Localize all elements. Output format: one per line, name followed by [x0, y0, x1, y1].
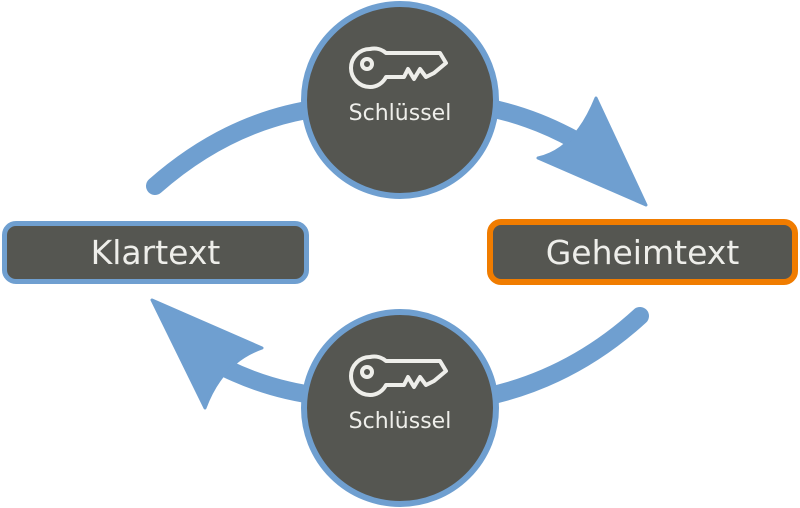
key-bottom-label: Schlüssel	[348, 409, 452, 434]
key-icon	[349, 46, 448, 89]
ciphertext-node: Geheimtext	[487, 219, 798, 285]
plaintext-label: Klartext	[90, 233, 221, 272]
encrypt-arrowhead	[536, 96, 648, 207]
decrypt-arrowhead	[150, 298, 264, 410]
key-top-node: Schlüssel	[301, 1, 499, 199]
key-icon	[349, 354, 448, 397]
key-top-label: Schlüssel	[348, 101, 452, 126]
key-bottom-node: Schlüssel	[301, 309, 499, 507]
ciphertext-label: Geheimtext	[545, 232, 740, 272]
plaintext-node: Klartext	[2, 221, 309, 284]
